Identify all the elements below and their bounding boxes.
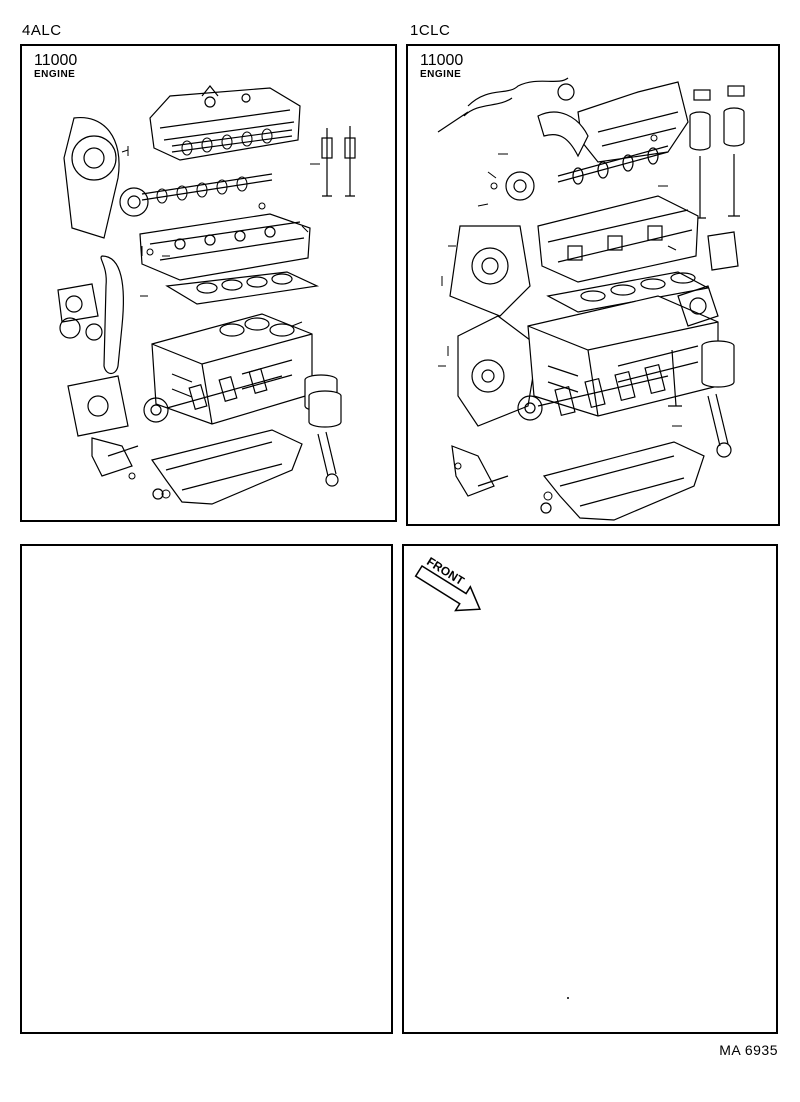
panel-4alc-engine: 11000 ENGINE	[20, 44, 397, 522]
crankshaft	[517, 363, 669, 421]
part-number: 11000	[420, 52, 464, 69]
bolts	[438, 134, 682, 501]
cylinder-head	[139, 213, 311, 281]
part-name: ENGINE	[420, 69, 462, 80]
valves	[689, 85, 745, 219]
injection-pump-mount	[677, 231, 739, 327]
engine-code-1clc: 1CLC	[410, 22, 451, 39]
oil-pan	[151, 429, 303, 505]
oil-pump	[67, 375, 129, 437]
front-arrow-drawing: FRONT	[414, 554, 569, 999]
injection-pipes	[437, 77, 569, 133]
cylinder-block	[151, 313, 313, 425]
panel-front-indicator: FRONT	[402, 544, 778, 1034]
head-cover	[557, 81, 689, 163]
engine-exploded-drawing-1clc	[437, 77, 745, 521]
timing-case	[449, 225, 531, 317]
water-pump	[57, 283, 103, 341]
part-name: ENGINE	[34, 69, 76, 80]
head-cover	[149, 85, 301, 161]
engine-code-4alc: 4ALC	[22, 22, 62, 39]
crankshaft	[143, 368, 283, 423]
head-gasket	[165, 271, 320, 305]
engine-exploded-drawing-4alc	[57, 85, 356, 505]
oil-pan	[540, 441, 705, 521]
timing-cover	[63, 116, 120, 239]
piston-and-rod	[304, 374, 342, 487]
oil-strainer	[451, 445, 509, 497]
head-gasket	[546, 271, 710, 313]
piston-and-rod	[668, 340, 735, 458]
document-reference: MA 6935	[719, 1042, 778, 1058]
camshaft	[505, 145, 669, 201]
manifold	[537, 111, 589, 158]
panel-1clc-engine: 11000 ENGINE	[406, 44, 780, 526]
valves	[321, 126, 356, 197]
timing-belt	[100, 255, 124, 375]
bolts	[121, 146, 320, 499]
speck	[567, 997, 569, 999]
front-arrow-icon: FRONT	[414, 554, 481, 612]
front-cover	[457, 315, 539, 427]
panel-empty-left	[20, 544, 393, 1034]
part-number: 11000	[34, 52, 78, 69]
camshafts	[119, 128, 293, 217]
cylinder-head	[537, 195, 699, 283]
oil-strainer	[91, 437, 139, 477]
